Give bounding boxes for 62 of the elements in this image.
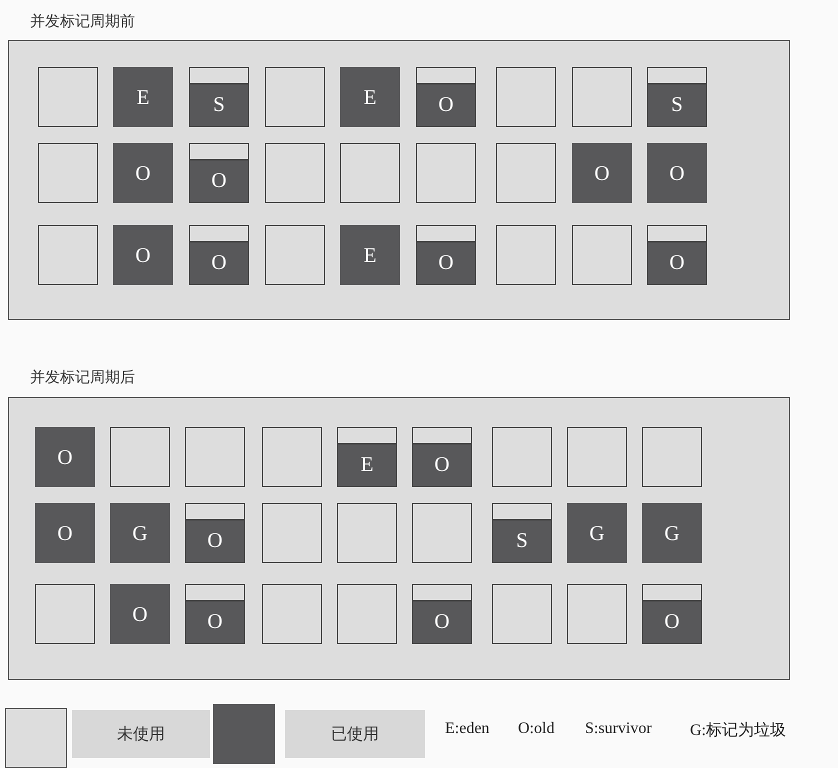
region-box: E: [113, 67, 173, 127]
region-box: O: [110, 584, 170, 644]
region-box: [337, 584, 397, 644]
region-box: [337, 503, 397, 563]
region-box: O: [185, 503, 245, 563]
region-box: [38, 225, 98, 285]
region-box: [265, 143, 325, 203]
region-box: O: [189, 143, 249, 203]
region-box: S: [492, 503, 552, 563]
region-box: O: [185, 584, 245, 644]
region-box: O: [416, 225, 476, 285]
region-box: [496, 225, 556, 285]
region-box: [265, 225, 325, 285]
region-box: O: [412, 427, 472, 487]
panel-title: 并发标记周期后: [30, 368, 135, 387]
region-box: O: [35, 503, 95, 563]
region-box: O: [647, 143, 707, 203]
legend-key: S:survivor: [585, 720, 652, 738]
region-box: [185, 427, 245, 487]
region-box: O: [113, 143, 173, 203]
region-box: [496, 143, 556, 203]
region-box: [265, 67, 325, 127]
region-box: [412, 503, 472, 563]
region-box: [572, 225, 632, 285]
region-box: [572, 67, 632, 127]
region-box: O: [416, 67, 476, 127]
region-box: [262, 503, 322, 563]
region-box: G: [642, 503, 702, 563]
region-box: [340, 143, 400, 203]
region-box: O: [647, 225, 707, 285]
legend-key: G:标记为垃圾: [690, 720, 786, 741]
legend-key: O:old: [518, 720, 554, 738]
region-box: E: [340, 67, 400, 127]
legend-label: 已使用: [285, 710, 425, 758]
region-box: O: [642, 584, 702, 644]
region-box: [496, 67, 556, 127]
region-box: [492, 427, 552, 487]
region-box: [262, 427, 322, 487]
region-box: [38, 143, 98, 203]
legend-key: E:eden: [445, 720, 490, 738]
region-box: O: [189, 225, 249, 285]
region-box: [492, 584, 552, 644]
region-box: E: [337, 427, 397, 487]
region-box: [35, 584, 95, 644]
region-box: O: [35, 427, 95, 487]
region-box: E: [340, 225, 400, 285]
legend-label: 未使用: [72, 710, 210, 758]
region-box: [416, 143, 476, 203]
region-box: [567, 427, 627, 487]
region-box: S: [647, 67, 707, 127]
region-box: O: [412, 584, 472, 644]
region-box: G: [110, 503, 170, 563]
region-box: S: [189, 67, 249, 127]
region-box: O: [572, 143, 632, 203]
region-box: [38, 67, 98, 127]
region-box: [110, 427, 170, 487]
region-box: [567, 584, 627, 644]
panel-title: 并发标记周期前: [30, 12, 135, 31]
region-box: G: [567, 503, 627, 563]
region-box: O: [113, 225, 173, 285]
region-box: [262, 584, 322, 644]
region-box: [642, 427, 702, 487]
